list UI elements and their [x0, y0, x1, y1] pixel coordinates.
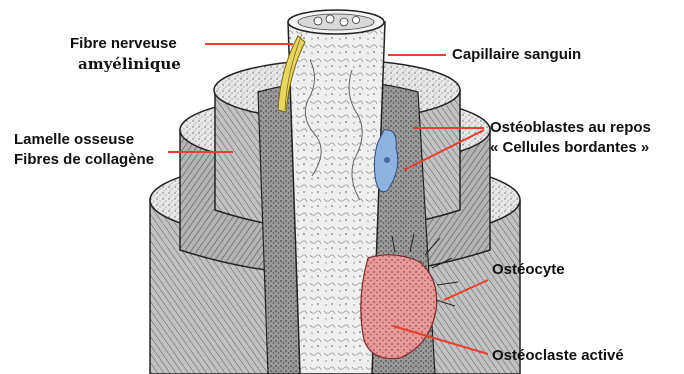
label-osteoclaste-active: Ostéoclaste activé: [492, 346, 624, 366]
label-fibre-nerveuse: Fibre nerveuse amyélinique: [70, 34, 181, 74]
label-lamelle-line2: Fibres de collagène: [14, 150, 154, 170]
label-capillaire-sanguin: Capillaire sanguin: [452, 45, 581, 65]
label-osteocyte: Ostéocyte: [492, 260, 565, 280]
label-lamelle-line1: Lamelle osseuse: [14, 130, 154, 150]
label-fibre-nerveuse-line2: amyélinique: [70, 54, 181, 74]
label-fibre-nerveuse-line1: Fibre nerveuse: [70, 34, 181, 54]
label-osteoblastes-line2: « Cellules bordantes »: [490, 138, 651, 158]
label-lamelle-osseuse: Lamelle osseuse Fibres de collagène: [14, 130, 154, 170]
label-osteoblastes-line1: Ostéoblastes au repos: [490, 118, 651, 138]
label-osteoblastes: Ostéoblastes au repos « Cellules bordant…: [490, 118, 651, 158]
